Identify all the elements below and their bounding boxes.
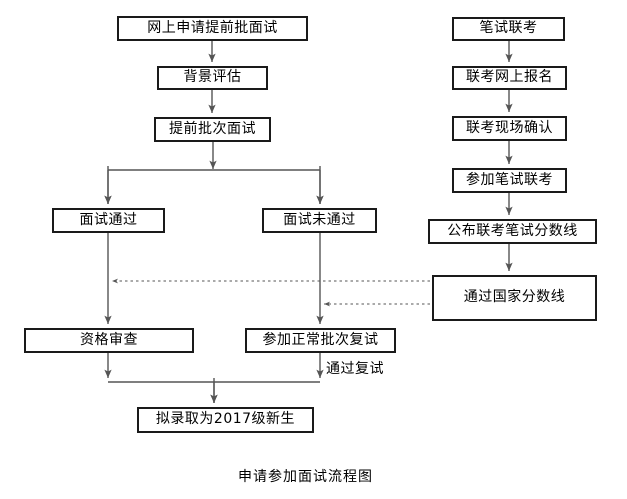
flow-node-label: 参加正常批次复试 — [262, 331, 379, 348]
flow-node-n7[interactable]: 参加正常批次复试 — [245, 328, 396, 353]
flow-node-label: 通过国家分数线 — [463, 289, 566, 306]
flow-node-label: 拟录取为2017级新生 — [155, 411, 296, 428]
diagram-caption: 申请参加面试流程图 — [238, 469, 373, 485]
flow-node-label: 笔试联考 — [479, 20, 538, 37]
flow-node-label: 网上申请提前批面试 — [147, 19, 278, 36]
flow-node-r4[interactable]: 参加笔试联考 — [452, 168, 567, 193]
flow-node-label: 公布联考笔试分数线 — [447, 222, 578, 239]
flow-node-label: 面试通过 — [79, 211, 138, 228]
flow-node-r1[interactable]: 笔试联考 — [452, 17, 565, 41]
flow-node-label: 参加笔试联考 — [466, 171, 553, 188]
flow-node-label: 提前批次面试 — [169, 120, 256, 137]
flow-node-label: 联考网上报名 — [466, 69, 553, 86]
flow-edge-label-el1: 通过复试 — [326, 361, 384, 377]
flow-node-n5[interactable]: 面试未通过 — [262, 208, 377, 233]
flow-node-label: 面试未通过 — [283, 211, 356, 228]
flow-node-n4[interactable]: 面试通过 — [52, 208, 165, 233]
flow-node-n6[interactable]: 资格审查 — [24, 328, 194, 353]
flow-node-n3[interactable]: 提前批次面试 — [154, 117, 271, 142]
flow-node-r6[interactable]: 通过国家分数线 — [432, 275, 597, 321]
flow-node-n1[interactable]: 网上申请提前批面试 — [117, 16, 308, 41]
flow-node-r2[interactable]: 联考网上报名 — [452, 66, 567, 90]
flow-node-n2[interactable]: 背景评估 — [157, 66, 268, 90]
flow-node-label: 联考现场确认 — [466, 119, 553, 136]
flow-node-label: 背景评估 — [183, 69, 242, 86]
flow-node-r5[interactable]: 公布联考笔试分数线 — [428, 219, 597, 244]
flow-node-label: 资格审查 — [80, 331, 138, 348]
flow-node-r3[interactable]: 联考现场确认 — [452, 116, 567, 141]
flow-node-n8[interactable]: 拟录取为2017级新生 — [137, 407, 314, 433]
